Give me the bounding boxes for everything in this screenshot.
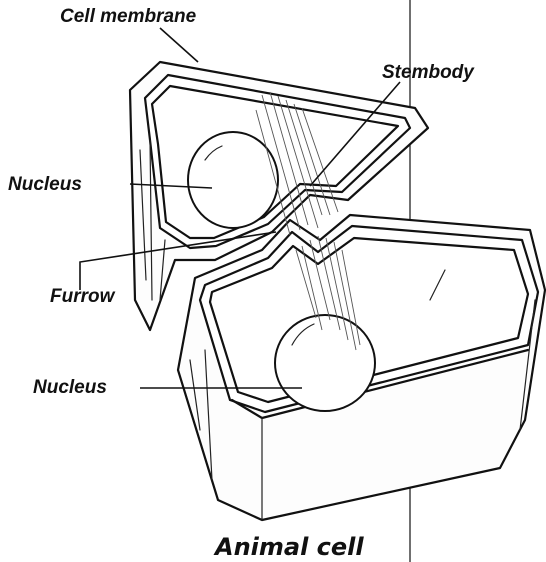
label-nucleus-top: Nucleus [8, 174, 82, 195]
lower-nucleus [275, 315, 375, 411]
label-cell-membrane: Cell membrane [60, 6, 197, 27]
label-stembody: Stembody [382, 62, 475, 83]
upper-nucleus [188, 132, 278, 228]
caption-animal-cell: Animal cell [213, 533, 364, 561]
cell-membrane-pointer [160, 28, 198, 62]
lower-cell [178, 215, 545, 520]
label-nucleus-bottom: Nucleus [33, 377, 107, 398]
label-furrow: Furrow [50, 286, 116, 307]
